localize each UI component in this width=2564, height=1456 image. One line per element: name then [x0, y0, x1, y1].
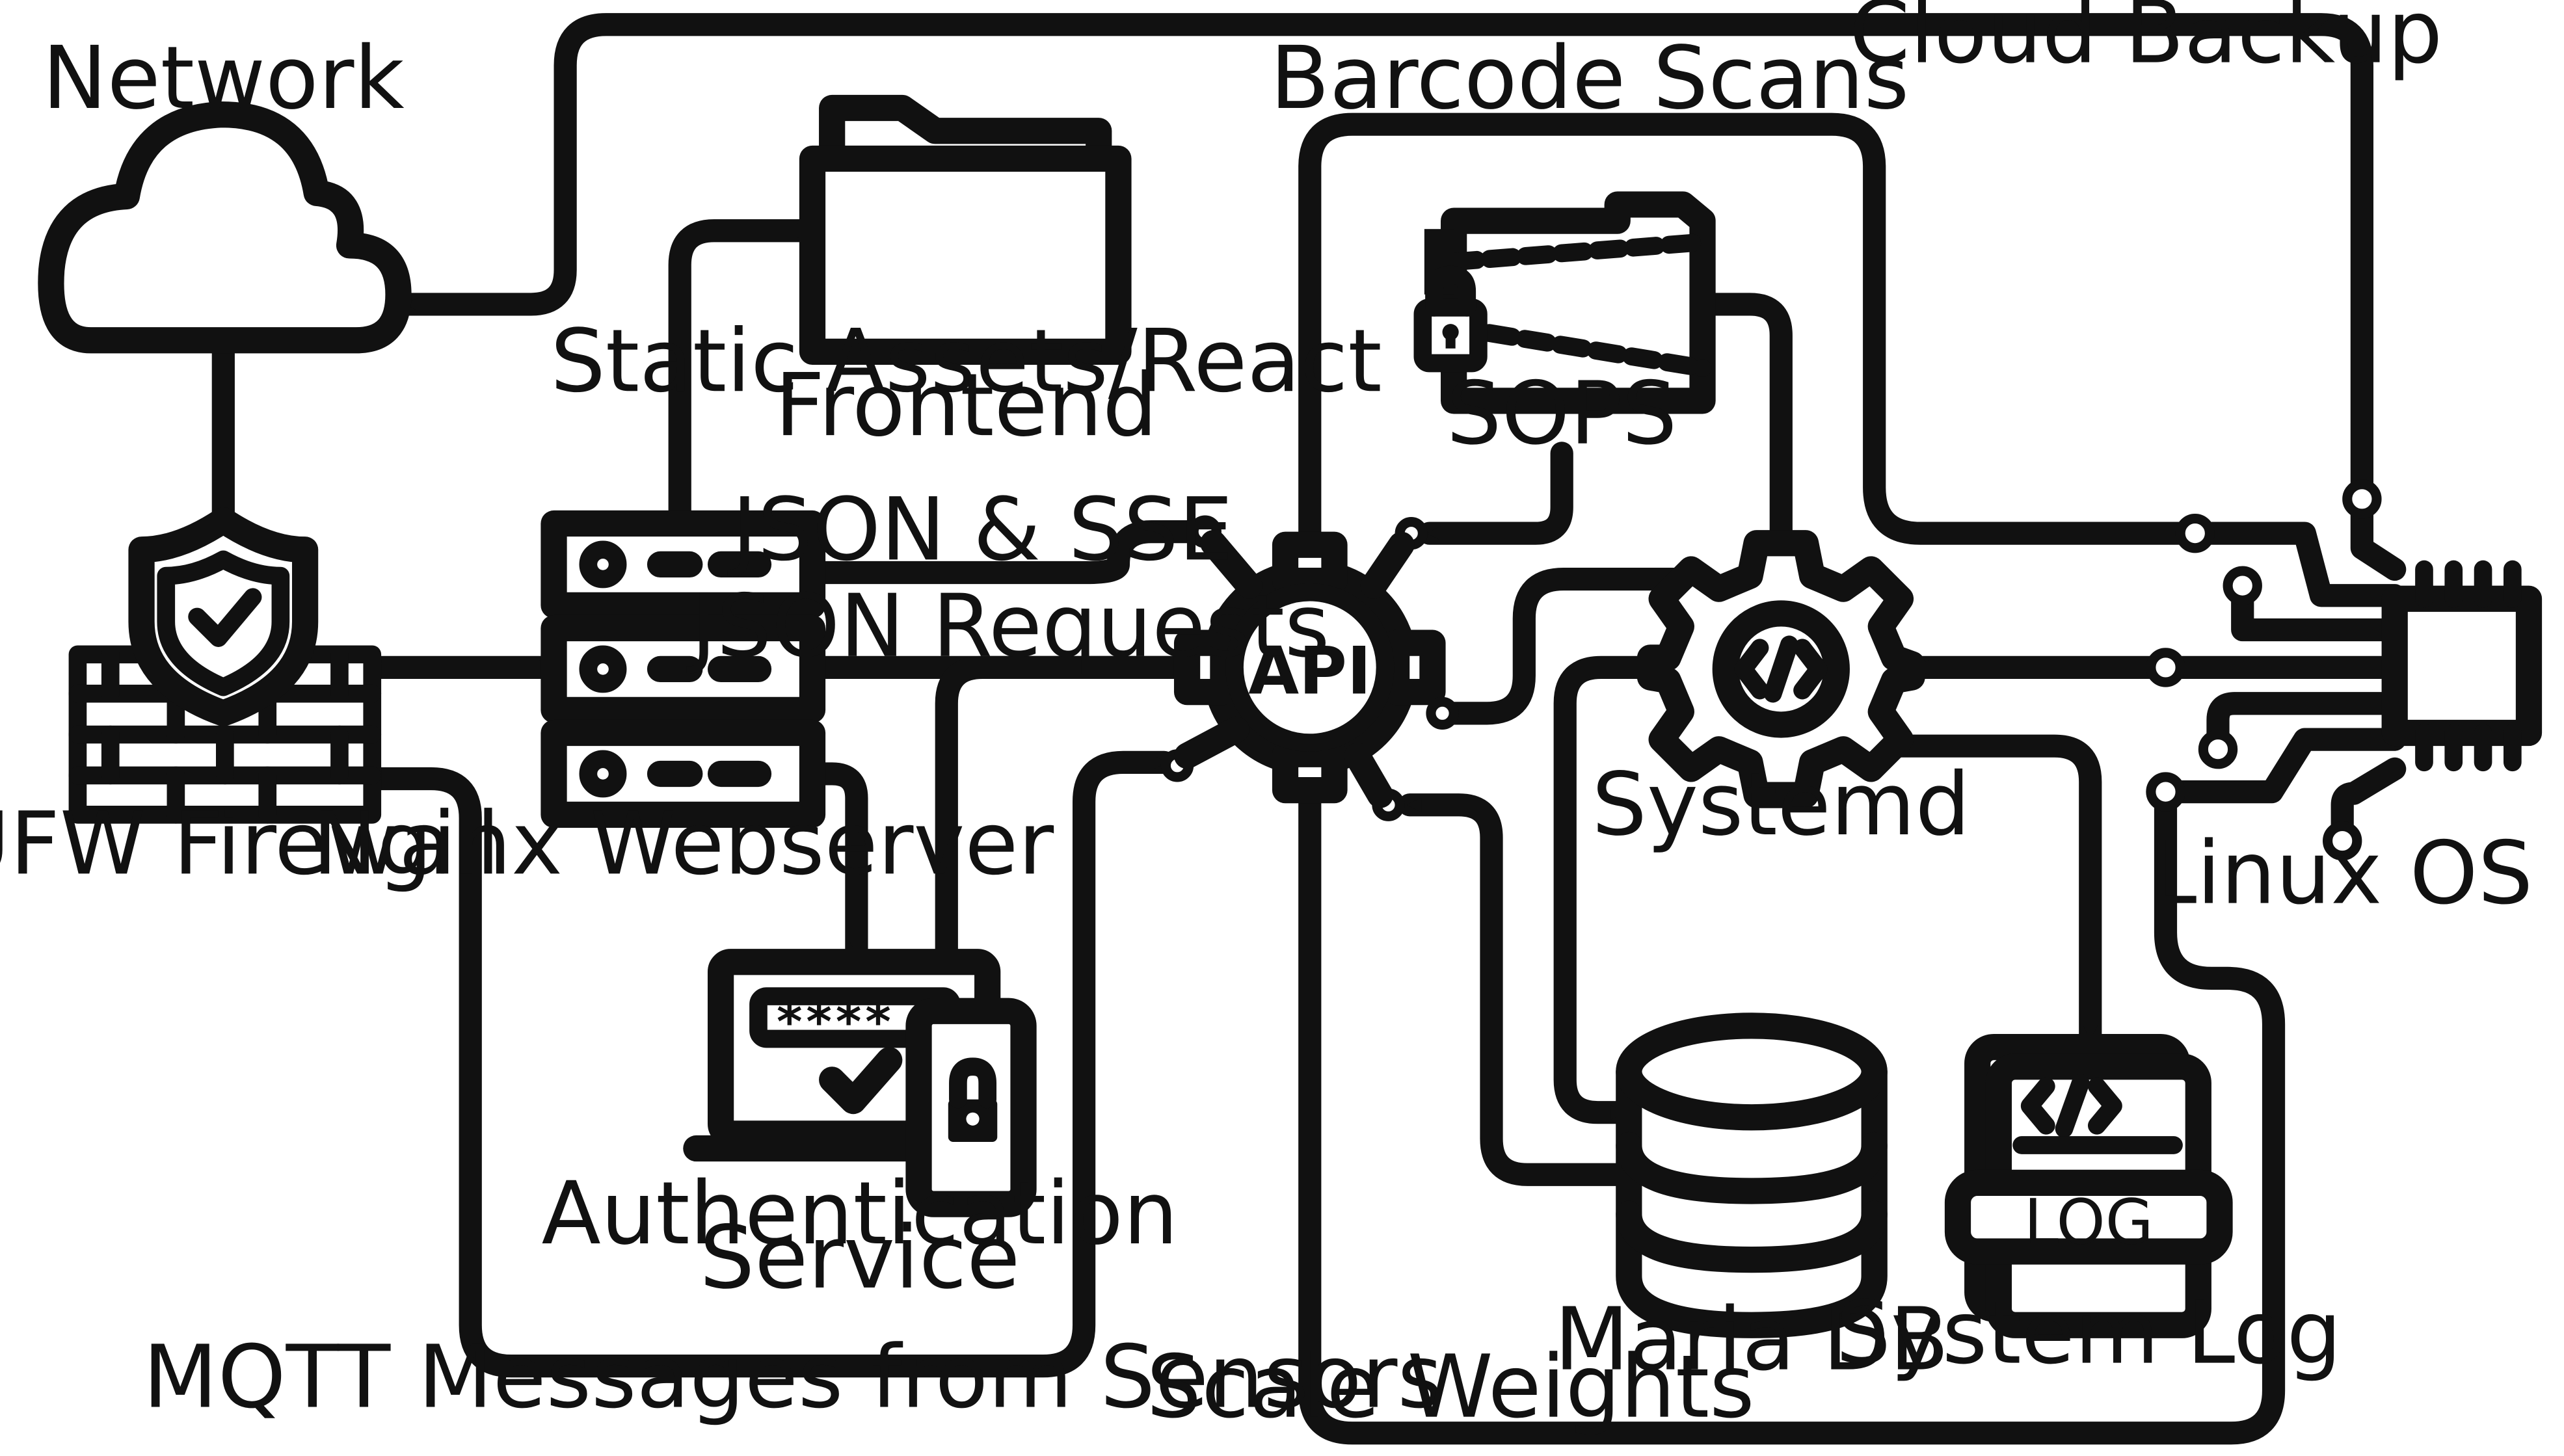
gear-api-icon: API: [1173, 531, 1446, 804]
edge-db-api: [1398, 793, 1636, 1186]
edge-labels: Cloud Backup Barcode Scans JSON & SSE JS…: [143, 0, 2443, 1438]
sops-label: SOPS: [1447, 364, 1677, 464]
nginx-label: Nginx Webserver: [312, 793, 1054, 894]
firewall-label: UFW Firewall: [0, 793, 500, 894]
sops-node: SOPS: [1413, 191, 1716, 464]
barcode-scans-label: Barcode Scans: [1270, 28, 1910, 129]
connection-dots: [2146, 479, 2382, 861]
edge-nginx-static: [668, 219, 821, 532]
edge-barcode-scans: [1298, 113, 2205, 558]
system-log-label: System Log: [1836, 1283, 2342, 1384]
log-badge-text: LOG: [2024, 1185, 2154, 1258]
phone-lock-icon: [905, 998, 1037, 1217]
edge-sops-api: [1417, 442, 1573, 545]
cloud-icon: [38, 101, 412, 354]
edge-systemd-db: [1553, 655, 1667, 1124]
firewall-node: UFW Firewall: [0, 507, 500, 894]
static-assets-label-1: Static Assets/React: [550, 311, 1382, 412]
brick-wall-icon: [68, 645, 382, 824]
shield-check-icon: [128, 507, 319, 726]
auth-label-1: Authentication: [542, 1163, 1179, 1264]
edge-auth-api: [935, 655, 1207, 960]
cloud-backup-label: Cloud Backup: [1849, 0, 2442, 83]
database-icon: [1616, 1013, 1888, 1338]
cpu-chip-icon: [2381, 560, 2543, 772]
mariadb-node: Maria DB: [1555, 1013, 1949, 1390]
edge-scale-weights: [1298, 776, 2286, 1445]
json-sse-label: JSON & SSE: [727, 479, 1233, 580]
edge-api-systemd: [1430, 567, 1693, 725]
scale-weights-label: Scale Weights: [1147, 1337, 1755, 1438]
edge-json-sse: [804, 520, 1217, 585]
folder-icon: [819, 94, 1112, 169]
edge-mqtt: [360, 750, 1176, 1378]
static-assets-label-2: Frontend: [775, 355, 1157, 456]
system-log-node: LOG System Log: [1836, 1033, 2342, 1384]
locked-folder-icon: [1413, 191, 1716, 414]
linux-os-node: Linux OS: [2148, 560, 2543, 924]
linux-os-label: Linux OS: [2148, 823, 2533, 924]
svg-text:****: ****: [775, 993, 893, 1050]
json-requests-label: JSON Requests: [686, 576, 1329, 677]
log-file-icon: LOG: [1944, 1033, 2233, 1338]
edge-nginx-auth: [804, 762, 868, 964]
network-label: Network: [42, 28, 405, 129]
edge-systemd-log: [1873, 734, 2102, 1049]
edge-cloud-backup: [396, 13, 2373, 510]
mariadb-label: Maria DB: [1555, 1290, 1949, 1390]
network-node: Network: [38, 28, 412, 354]
systemd-node: Systemd: [1592, 530, 1970, 855]
nginx-node: Nginx Webserver: [312, 510, 1054, 894]
auth-service-node: **** Authentication Service: [542, 949, 1179, 1308]
server-stack-icon: [541, 510, 826, 828]
connections: [211, 13, 2407, 1445]
auth-label-2: Service: [700, 1208, 1021, 1308]
gear-code-icon: [1636, 530, 1925, 808]
api-label: API: [1248, 633, 1371, 709]
static-assets-node: Static Assets/React Frontend: [550, 94, 1382, 456]
mqtt-label: MQTT Messages from Sensors: [143, 1327, 1443, 1428]
edge-systemd-sops: [1694, 293, 1793, 551]
api-node: API: [1160, 515, 1459, 821]
systemd-label: Systemd: [1592, 754, 1970, 855]
